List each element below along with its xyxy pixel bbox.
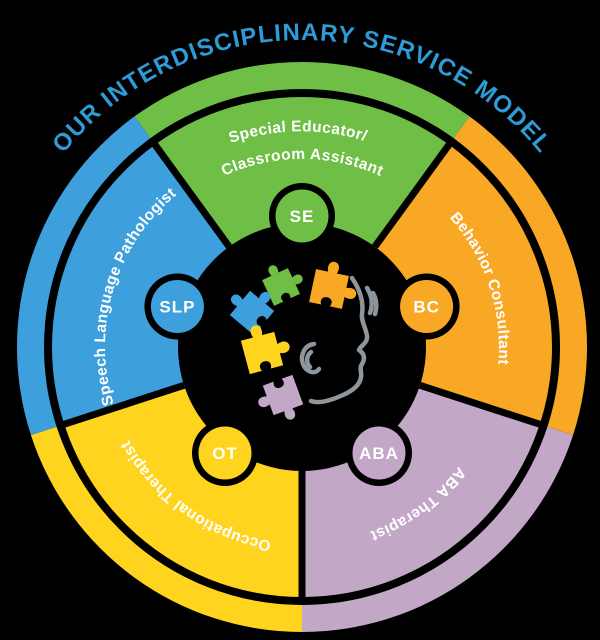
badge-ot-disc bbox=[198, 426, 252, 480]
puzzle-piece-green bbox=[262, 265, 303, 306]
puzzle-piece-purple bbox=[258, 374, 304, 420]
separator-18deg bbox=[418, 381, 549, 431]
badge-aba-label: ABA bbox=[359, 444, 399, 463]
badge-ot-label: OT bbox=[212, 444, 238, 463]
badge-slp-disc bbox=[150, 280, 204, 333]
head-outline-illustration bbox=[299, 275, 379, 405]
puzzle-piece-blue bbox=[229, 290, 275, 336]
badge-se: SE bbox=[269, 183, 335, 249]
ear-inner-curve bbox=[304, 349, 314, 370]
badge-se-disc bbox=[275, 189, 329, 243]
separator-306deg bbox=[372, 136, 457, 249]
head-profile-line bbox=[308, 275, 370, 405]
badge-bc: BC bbox=[393, 273, 460, 340]
separator-162deg bbox=[55, 381, 186, 431]
center-hub bbox=[178, 223, 426, 471]
badge-se-label: SE bbox=[290, 207, 315, 226]
badge-bc-label: BC bbox=[413, 298, 440, 317]
badge-aba-disc bbox=[352, 426, 406, 480]
badge-slp-label: SLP bbox=[159, 298, 195, 317]
puzzle-piece-yellow bbox=[240, 325, 290, 375]
ear-outline bbox=[299, 341, 322, 375]
badge-bc-disc bbox=[400, 280, 454, 333]
forehead-accent-line-2 bbox=[370, 290, 379, 317]
separator-234deg bbox=[147, 136, 232, 249]
sector-separators bbox=[55, 136, 549, 605]
badge-slp: SLP bbox=[144, 273, 211, 340]
puzzle-pieces bbox=[229, 261, 357, 420]
badge-ot: OT bbox=[192, 420, 258, 486]
badge-aba: ABA bbox=[346, 420, 412, 486]
puzzle-piece-orange bbox=[309, 261, 357, 309]
forehead-accent-line-1 bbox=[364, 285, 374, 316]
